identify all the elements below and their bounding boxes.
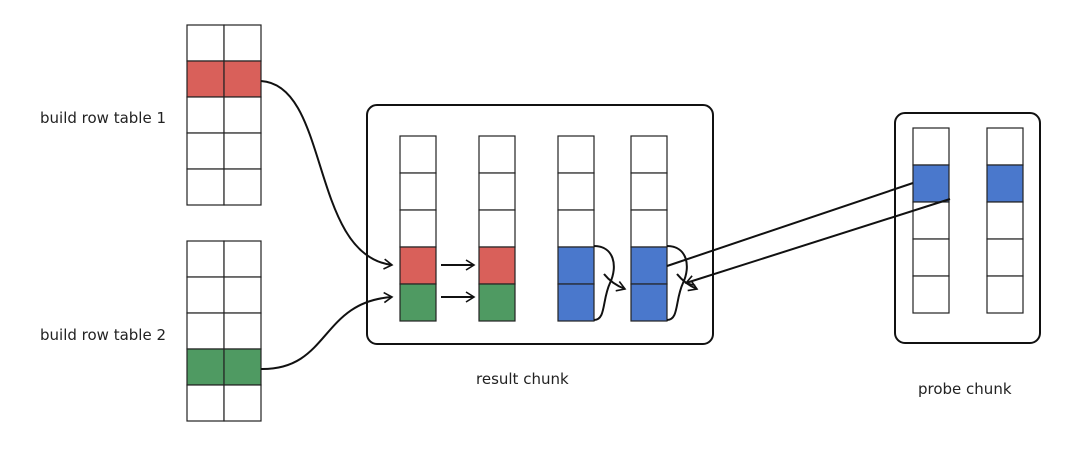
probe-link-1 <box>666 182 914 267</box>
build-row-table-1-cell <box>223 96 262 134</box>
result-column-3-cell <box>557 172 595 211</box>
result-column-4-cell <box>630 172 668 211</box>
result-column-3-cell <box>557 209 595 248</box>
result-column-2-cell <box>478 135 516 174</box>
probe-column-2-cell <box>986 275 1024 314</box>
probe-column-2-cell <box>986 201 1024 240</box>
red-row-connector <box>260 80 394 270</box>
probe-chunk-box <box>894 112 1041 344</box>
probe-column-2-cell <box>986 164 1024 203</box>
result-column-4-cell <box>630 209 668 248</box>
probe-chunk-label: probe chunk <box>918 380 1012 398</box>
build-row-table-1-cell <box>186 24 225 62</box>
build-row-table-2-cell <box>223 384 262 422</box>
result-column-2-cell <box>478 209 516 248</box>
blue-brace-left <box>593 245 615 321</box>
build-row-table-1-cell <box>223 60 262 98</box>
build-row-table-2-cell <box>186 240 225 278</box>
build-row-table-1-cell <box>223 168 262 206</box>
blue-swap-arrow-1 <box>603 273 627 292</box>
result-column-1-cell <box>399 172 437 211</box>
build-row-table-2-cell <box>223 240 262 278</box>
probe-column-1-cell <box>912 238 950 277</box>
build-row-table-2-cell <box>186 312 225 350</box>
result-column-4-cell <box>630 246 668 285</box>
build-row-table-2-cell <box>186 384 225 422</box>
build-row-table-2-label: build row table 2 <box>40 326 167 344</box>
build-row-table-2-cell <box>223 276 262 314</box>
result-column-4-cell <box>630 283 668 322</box>
result-column-3-cell <box>557 246 595 285</box>
build-row-table-2-cell <box>186 348 225 386</box>
result-column-4-cell <box>630 135 668 174</box>
connectors <box>260 80 951 371</box>
result-column-1-cell <box>399 209 437 248</box>
probe-column-1-cell <box>912 275 950 314</box>
result-column-3-cell <box>557 135 595 174</box>
build-row-table-2-cell <box>186 276 225 314</box>
build-row-table-1-cell <box>186 168 225 206</box>
probe-column-2-cell <box>986 127 1024 166</box>
build-row-table-2-cell <box>223 312 262 350</box>
result-column-3-cell <box>557 283 595 322</box>
result-column-2-cell <box>478 283 516 322</box>
blue-brace-right <box>666 245 688 321</box>
build-row-table-1-cell <box>186 132 225 170</box>
result-column-2-cell <box>478 172 516 211</box>
probe-column-2-cell <box>986 238 1024 277</box>
build-row-table-1-cell <box>186 60 225 98</box>
build-row-table-2-cell <box>223 348 262 386</box>
result-chunk-box <box>366 104 714 345</box>
build-row-table-1-cell <box>186 96 225 134</box>
result-column-1-cell <box>399 283 437 322</box>
build-row-table-1-cell <box>223 24 262 62</box>
probe-column-1-cell <box>912 164 950 203</box>
result-chunk-label: result chunk <box>476 370 569 388</box>
probe-link-2 <box>684 198 951 287</box>
build-row-table-1-cell <box>223 132 262 170</box>
result-column-1-cell <box>399 246 437 285</box>
result-column-2-cell <box>478 246 516 285</box>
build-row-table-1-label: build row table 1 <box>40 109 167 127</box>
green-row-connector <box>260 291 394 371</box>
grid-cells <box>186 24 1024 422</box>
probe-column-1-cell <box>912 201 950 240</box>
result-column-1-cell <box>399 135 437 174</box>
probe-column-1-cell <box>912 127 950 166</box>
